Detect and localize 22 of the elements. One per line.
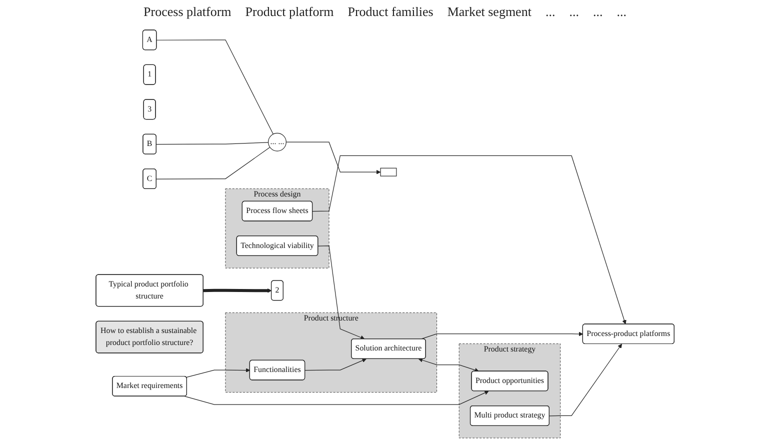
arrow bbox=[312, 155, 626, 324]
column-heading: ... bbox=[616, 4, 626, 20]
connector bbox=[156, 142, 269, 145]
column-heading: ... bbox=[592, 4, 603, 20]
arrow bbox=[549, 344, 622, 416]
arrow bbox=[420, 332, 584, 340]
arrow bbox=[186, 368, 250, 378]
arrow bbox=[203, 288, 272, 293]
connector bbox=[156, 40, 274, 134]
column-heading: ... bbox=[545, 4, 556, 20]
column-heading: Process platform bbox=[144, 4, 232, 20]
arrow bbox=[304, 358, 366, 371]
arrow bbox=[184, 390, 489, 405]
arrow bbox=[286, 142, 381, 174]
column-heading: ... bbox=[569, 4, 579, 20]
node-box bbox=[380, 168, 397, 176]
connector bbox=[156, 146, 270, 180]
column-heading: Product families bbox=[348, 4, 434, 20]
arrow bbox=[318, 245, 365, 340]
column-heading: Product platform bbox=[245, 4, 334, 20]
arrow bbox=[418, 358, 479, 372]
column-heading: Market segment bbox=[447, 4, 532, 20]
